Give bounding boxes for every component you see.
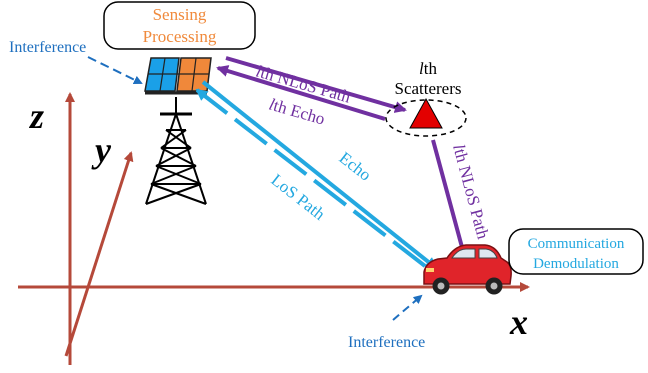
interference-arrow-top xyxy=(87,56,143,84)
scatterers-label: Scatterers xyxy=(394,79,461,98)
echo-purple-arrow xyxy=(216,65,386,121)
axis-label-x: x xyxy=(509,302,528,342)
los-path-label: LoS Path xyxy=(268,170,330,224)
sensing-processing-box: Sensing Processing xyxy=(103,1,256,50)
communication-label: Communication xyxy=(528,236,625,252)
los-paths xyxy=(195,80,438,270)
axis-label-y: y xyxy=(91,130,112,170)
y-axis xyxy=(64,151,134,357)
axis-label-z: z xyxy=(28,96,44,136)
nlos-paths xyxy=(216,56,470,264)
los-path-arrow xyxy=(201,80,438,270)
communication-demodulation-box: Communication Demodulation xyxy=(508,228,644,275)
scatterers-l-th: lth xyxy=(419,59,437,78)
nlos-path-down-arrow xyxy=(431,139,470,264)
interference-label-top: Interference xyxy=(9,39,86,56)
interference-label-bottom: Interference xyxy=(348,334,425,351)
sensing-label: Sensing xyxy=(153,5,207,24)
nlos-path-arrow xyxy=(225,56,407,113)
interference-arrow-bottom xyxy=(392,294,423,321)
antenna-array xyxy=(144,57,212,95)
car xyxy=(423,244,512,295)
processing-label: Processing xyxy=(143,27,217,46)
demodulation-label: Demodulation xyxy=(533,256,619,272)
scatterer xyxy=(385,97,467,137)
echo-label-blue: Echo xyxy=(336,148,375,184)
base-station-tower xyxy=(145,97,207,205)
scatterer-triangle xyxy=(409,97,443,129)
